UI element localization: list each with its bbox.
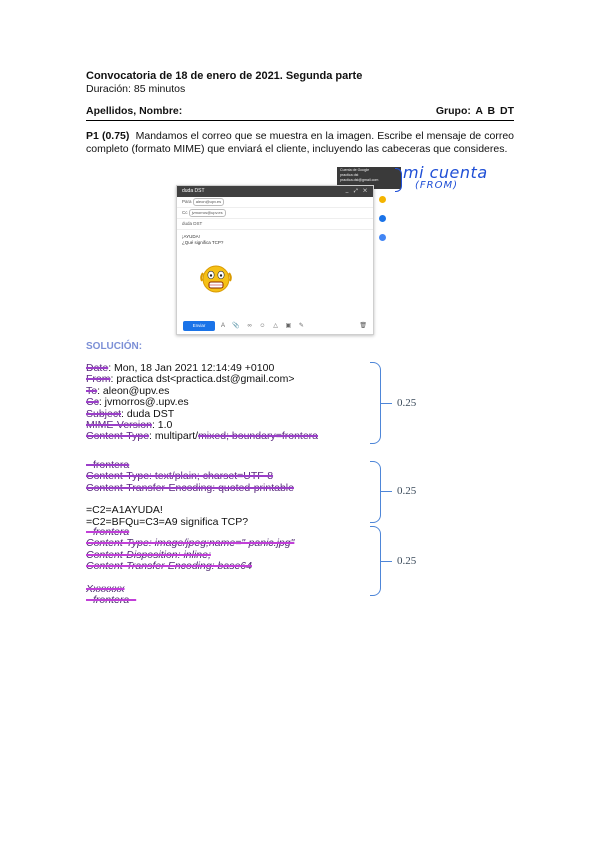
account-tooltip: Cuenta de Google practica dst practica.d…	[337, 167, 401, 189]
header-line: Content-Type: multipart/mixed; boundary=…	[86, 430, 319, 443]
header-line: Date: Mon, 18 Jan 2021 12:14:49 +0100	[86, 362, 275, 374]
panic-emoji-icon	[200, 265, 232, 293]
body-line: ¿Qué significa TCP?	[182, 240, 224, 245]
base64-placeholder: Xxxxxxx	[86, 582, 125, 595]
mime-headers: Date: Mon, 18 Jan 2021 12:14:49 +0100 Fr…	[86, 362, 319, 443]
qp-line: =C2=BFQu=C3=A9 significa TCP?	[86, 515, 249, 528]
compose-title: duda DST	[182, 188, 205, 194]
compose-footer: Enviar A 📎 ∞ ☺ △ ▣ ✎ 🗑	[177, 318, 373, 334]
group-label: Grupo: A B DT	[435, 105, 514, 117]
gmail-side-panel	[379, 196, 389, 253]
header-line: MIME-Version: 1.0	[86, 419, 173, 432]
question-p1: P1 (0.75) Mandamos el correo que se mues…	[86, 130, 514, 155]
part2-content-type: Content-Type: image/jpeg;name="-panic.jp…	[86, 537, 295, 550]
boundary-line: --frontera	[86, 459, 130, 471]
tooltip-line: Cuenta de Google	[340, 168, 370, 172]
header-line: Subject: duda DST	[86, 407, 175, 420]
brace-tick	[380, 561, 392, 562]
keep-icon[interactable]	[379, 196, 386, 203]
to-chip[interactable]: aleon@upv.es	[192, 198, 225, 206]
exam-duration: Duración: 85 minutos	[86, 83, 186, 95]
to-label: Para	[182, 199, 192, 204]
brace-tick	[380, 403, 392, 404]
window-controls[interactable]: _ ⤢ ✕	[345, 188, 369, 194]
question-id: P1 (0.75)	[86, 130, 130, 142]
handwritten-line1: mi cuenta	[403, 163, 488, 182]
boundary-line: --frontera	[86, 526, 130, 538]
name-group-bar: Apellidos, Nombre: Grupo: A B DT	[86, 103, 514, 121]
score-2: 0.25	[397, 485, 417, 497]
mime-part-image: --frontera Content-Type: image/jpeg;name…	[86, 526, 295, 607]
header-line: To: aleon@upv.es	[86, 384, 170, 397]
tooltip-line: practica.dst@gmail.com	[340, 178, 379, 182]
part2-disposition: Content-Disposition: inline;	[86, 548, 211, 561]
handwritten-annotation: mi cuenta (FROM)	[403, 163, 488, 191]
to-row[interactable]: Para aleon@upv.es	[177, 197, 373, 208]
compose-body[interactable]: ¡AYUDA! ¿Qué significa TCP?	[177, 230, 373, 250]
part1-content-type: Content-Type: text/plain; charset=UTF-8	[86, 470, 274, 483]
handwritten-line2: (FROM)	[415, 180, 459, 191]
question-text: Mandamos el correo que se muestra en la …	[86, 130, 514, 155]
cc-row[interactable]: Cc jvmorros@upv.es	[177, 208, 373, 219]
cc-chip[interactable]: jvmorros@upv.es	[188, 209, 226, 217]
header-line: From: practica dst<practica.dst@gmail.co…	[86, 373, 295, 386]
send-button[interactable]: Enviar	[183, 321, 215, 331]
exam-title: Convocatoria de 18 de enero de 2021. Seg…	[86, 70, 363, 82]
subject-row[interactable]: duda DST	[177, 219, 373, 230]
name-label: Apellidos, Nombre:	[86, 105, 183, 117]
header-line: Cc: jvmorros@.upv.es	[86, 396, 189, 409]
body-line: ¡AYUDA!	[182, 234, 200, 239]
score-3: 0.25	[397, 555, 417, 567]
part1-encoding: Content-Transfer-Encoding: quoted-printa…	[86, 481, 294, 494]
score-1: 0.25	[397, 397, 417, 409]
brace-tick	[380, 491, 392, 492]
compose-header: duda DST _ ⤢ ✕	[177, 186, 373, 197]
cc-label: Cc	[182, 210, 188, 215]
gmail-compose-window: duda DST _ ⤢ ✕ Para aleon@upv.es Cc jvmo…	[176, 185, 374, 335]
mime-part-text: --frontera Content-Type: text/plain; cha…	[86, 459, 294, 528]
formatting-toolbar[interactable]: A 📎 ∞ ☺ △ ▣ ✎	[221, 323, 307, 329]
tooltip-line: practica dst	[340, 173, 359, 177]
solution-heading: SOLUCIÓN:	[86, 341, 143, 352]
subject-field[interactable]: duda DST	[182, 221, 203, 226]
tasks-icon[interactable]	[379, 215, 386, 222]
part2-encoding: Content-Transfer-Encoding: base64	[86, 560, 252, 573]
trash-icon[interactable]: 🗑	[359, 323, 367, 329]
qp-line: =C2=A1AYUDA!	[86, 504, 163, 517]
contacts-icon[interactable]	[379, 234, 386, 241]
annotation-brace	[395, 168, 402, 192]
closing-boundary: --frontera--	[86, 594, 137, 607]
score-brace-2	[370, 461, 381, 523]
